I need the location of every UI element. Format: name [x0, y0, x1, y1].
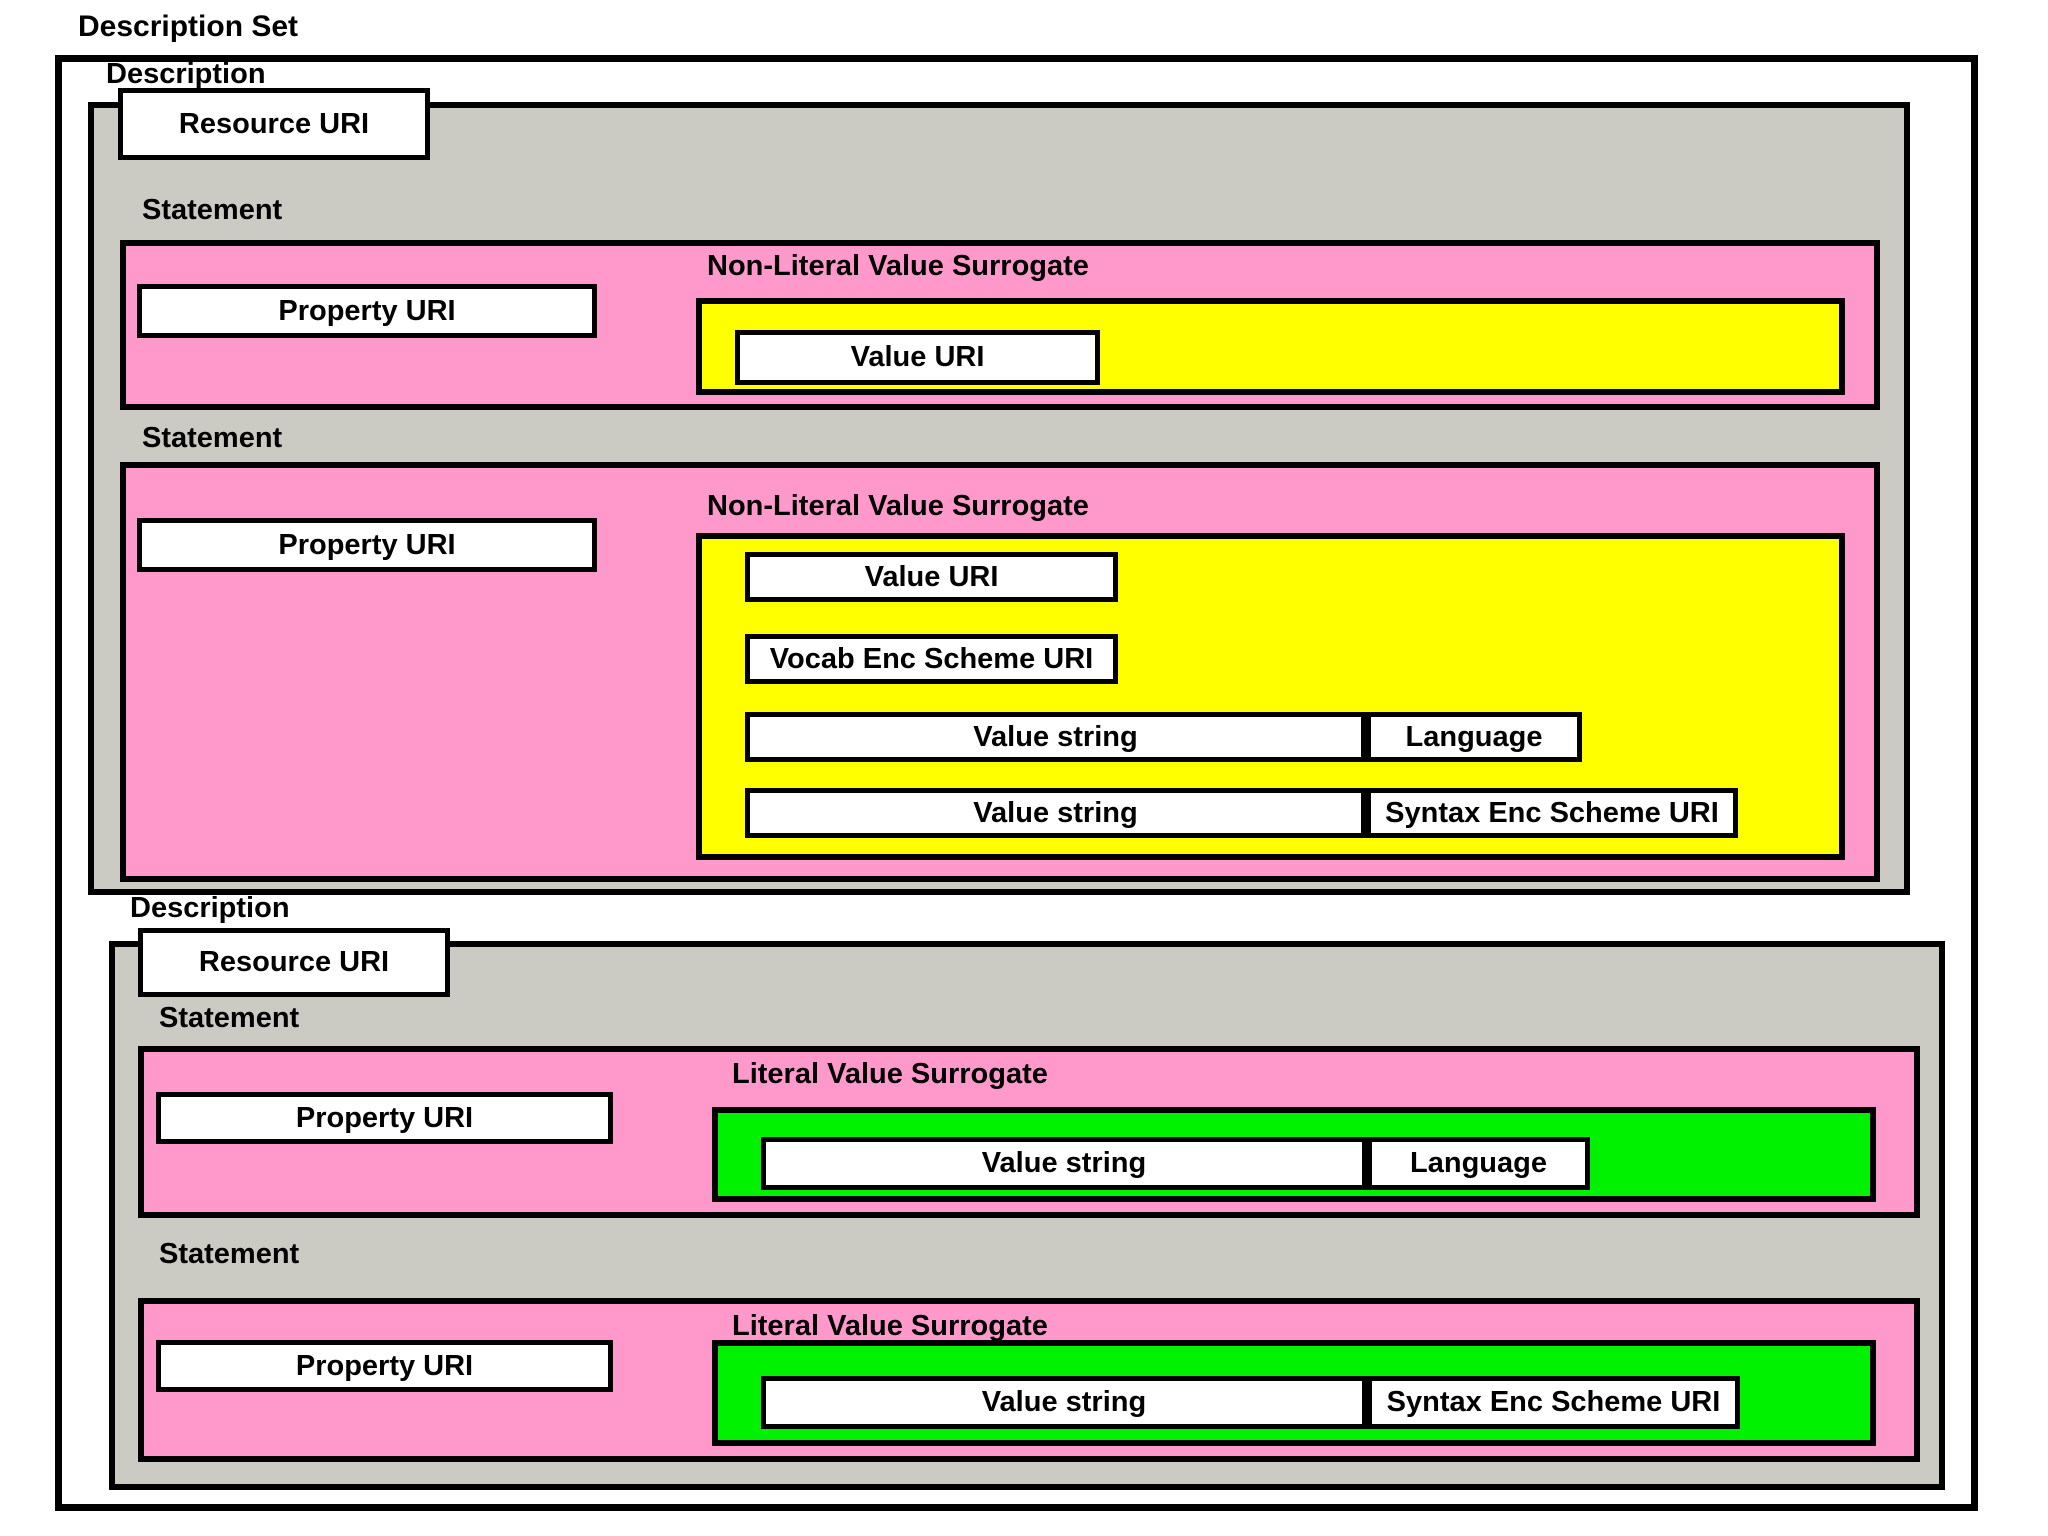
- value-uri-box: Value URI: [735, 330, 1100, 385]
- statement-box: Literal Value Surrogate Property URI Val…: [138, 1298, 1920, 1462]
- statement-label: Statement: [142, 422, 283, 454]
- language-box: Language: [1367, 1137, 1590, 1190]
- surrogate-title: Literal Value Surrogate: [732, 1058, 1048, 1090]
- property-uri-box: Property URI: [137, 284, 597, 338]
- resource-uri-box: Resource URI: [118, 88, 430, 160]
- value-string-box: Value string: [745, 788, 1366, 838]
- language-box: Language: [1366, 712, 1582, 762]
- description-box: Statement Literal Value Surrogate Proper…: [109, 941, 1945, 1490]
- property-uri-box: Property URI: [156, 1340, 613, 1392]
- description-label: Description: [106, 58, 266, 90]
- value-uri-box: Value URI: [745, 552, 1118, 602]
- value-string-box: Value string: [761, 1376, 1367, 1429]
- statement-label: Statement: [159, 1002, 300, 1034]
- statement-label: Statement: [159, 1238, 300, 1270]
- vocab-enc-scheme-uri-box: Vocab Enc Scheme URI: [745, 634, 1118, 684]
- surrogate-title: Non-Literal Value Surrogate: [707, 490, 1089, 522]
- syntax-enc-scheme-uri-box: Syntax Enc Scheme URI: [1367, 1376, 1740, 1429]
- literal-value-surrogate-box: Value string Language: [712, 1107, 1876, 1202]
- resource-uri-box: Resource URI: [138, 928, 450, 997]
- value-string-box: Value string: [745, 712, 1366, 762]
- statement-box: Non-Literal Value Surrogate Property URI…: [120, 240, 1880, 410]
- description-set-box: Description Statement Non-Literal Value …: [55, 55, 1978, 1511]
- description-label: Description: [130, 892, 290, 924]
- surrogate-title: Non-Literal Value Surrogate: [707, 250, 1089, 282]
- literal-value-surrogate-box: Value string Syntax Enc Scheme URI: [712, 1340, 1876, 1446]
- statement-box: Non-Literal Value Surrogate Property URI…: [120, 462, 1880, 882]
- value-string-box: Value string: [761, 1137, 1367, 1190]
- statement-box: Literal Value Surrogate Property URI Val…: [138, 1046, 1920, 1218]
- non-literal-value-surrogate-box: Value URI Vocab Enc Scheme URI Value str…: [696, 533, 1845, 860]
- non-literal-value-surrogate-box: Value URI: [696, 298, 1845, 395]
- syntax-enc-scheme-uri-box: Syntax Enc Scheme URI: [1366, 788, 1738, 838]
- statement-label: Statement: [142, 194, 283, 226]
- property-uri-box: Property URI: [137, 518, 597, 572]
- property-uri-box: Property URI: [156, 1092, 613, 1144]
- description-box: Statement Non-Literal Value Surrogate Pr…: [88, 102, 1910, 895]
- surrogate-title: Literal Value Surrogate: [732, 1310, 1048, 1342]
- description-set-label: Description Set: [78, 10, 299, 43]
